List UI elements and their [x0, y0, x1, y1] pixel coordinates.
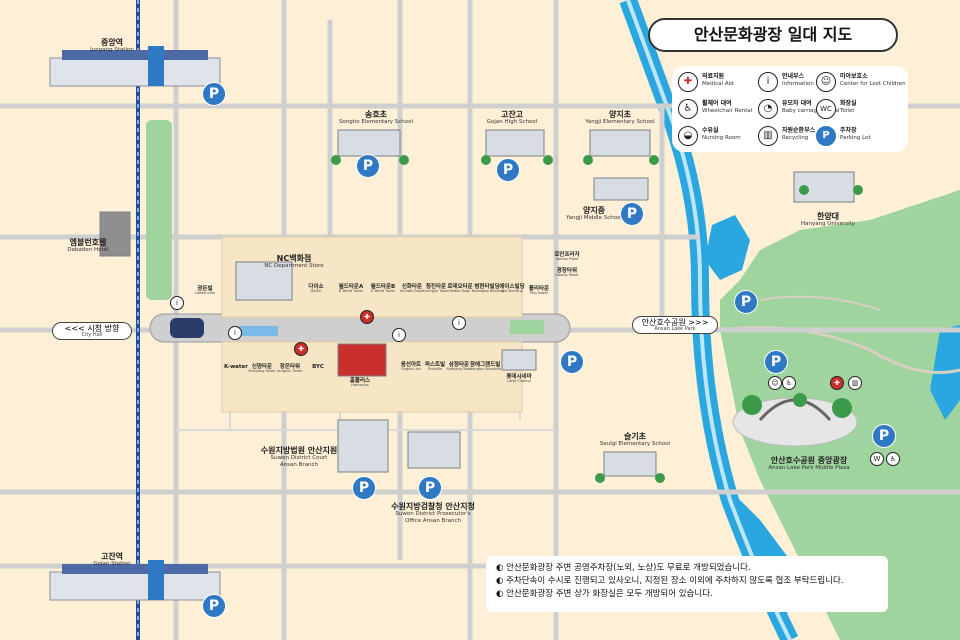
- medical-kit-icon[interactable]: ✚: [294, 342, 308, 356]
- info-icon[interactable]: i: [392, 328, 406, 342]
- parking-marker-jungang[interactable]: P: [202, 82, 226, 106]
- direction-lake-park[interactable]: 안산호수공원 >>>Ansan Lake Park: [632, 316, 718, 334]
- notice-line-1: ◐ 안산문화광장 주변 공영주차장(노외, 노상)도 무료로 개방되었습니다.: [496, 563, 751, 573]
- medical-kit-icon[interactable]: ✚: [360, 310, 374, 324]
- map-title: 안산문화광장 일대 지도: [648, 18, 898, 52]
- greenway-strip: [146, 120, 172, 300]
- parking-icon: P: [816, 126, 836, 146]
- nursing-room-icon: ◒: [678, 126, 698, 146]
- toilet-icon: WC: [816, 99, 836, 119]
- shop-byc: BYC: [312, 364, 324, 370]
- toilet-icon[interactable]: W: [870, 452, 884, 466]
- parking-marker-plaza-east[interactable]: P: [560, 350, 584, 374]
- wheelchair-icon[interactable]: ♿: [886, 452, 900, 466]
- notice-panel: ◐ 안산문화광장 주변 공영주차장(노외, 노상)도 무료로 개방되었습니다. …: [486, 556, 888, 612]
- lost-children-icon: ☺: [816, 72, 836, 92]
- parking-marker-lake-north[interactable]: P: [734, 290, 758, 314]
- wheelchair-icon[interactable]: ♿: [782, 376, 796, 390]
- medical-kit-icon[interactable]: ✚: [830, 376, 844, 390]
- info-icon: i: [758, 72, 778, 92]
- wheelchair-icon: ♿: [678, 99, 698, 119]
- parking-marker-prosecutor[interactable]: P: [418, 476, 442, 500]
- parking-marker-lake-east[interactable]: P: [872, 424, 896, 448]
- recycling-icon: ▥: [758, 126, 778, 146]
- parking-marker-yangji[interactable]: P: [620, 202, 644, 226]
- parking-marker-gojan-high[interactable]: P: [496, 158, 520, 182]
- parking-marker-gojan[interactable]: P: [202, 594, 226, 618]
- medical-kit-icon: ✚: [678, 72, 698, 92]
- notice-line-3: ◐ 안산문화광장 주변 상가 화장실은 모두 개방되어 있습니다.: [496, 588, 713, 599]
- shop-k-water: K-water: [224, 364, 248, 370]
- lake-water: [705, 215, 750, 280]
- baby-carriage-icon: ◔: [758, 99, 778, 119]
- parking-marker-songho[interactable]: P: [356, 154, 380, 178]
- info-icon[interactable]: i: [170, 296, 184, 310]
- station-building-jungang: [49, 46, 221, 87]
- info-icon[interactable]: i: [452, 316, 466, 330]
- info-icon[interactable]: i: [228, 326, 242, 340]
- parking-marker-court[interactable]: P: [352, 476, 376, 500]
- station-building-gojan: [49, 560, 221, 601]
- recycling-icon[interactable]: ▥: [848, 376, 862, 390]
- notice-line-2: ◐ 주차단속이 수시로 진행되고 있사오니, 지정된 장소 이외에 주차하지 않…: [496, 575, 844, 586]
- lost-children-icon[interactable]: ☺: [768, 376, 782, 390]
- parking-marker-lake-west[interactable]: P: [764, 350, 788, 374]
